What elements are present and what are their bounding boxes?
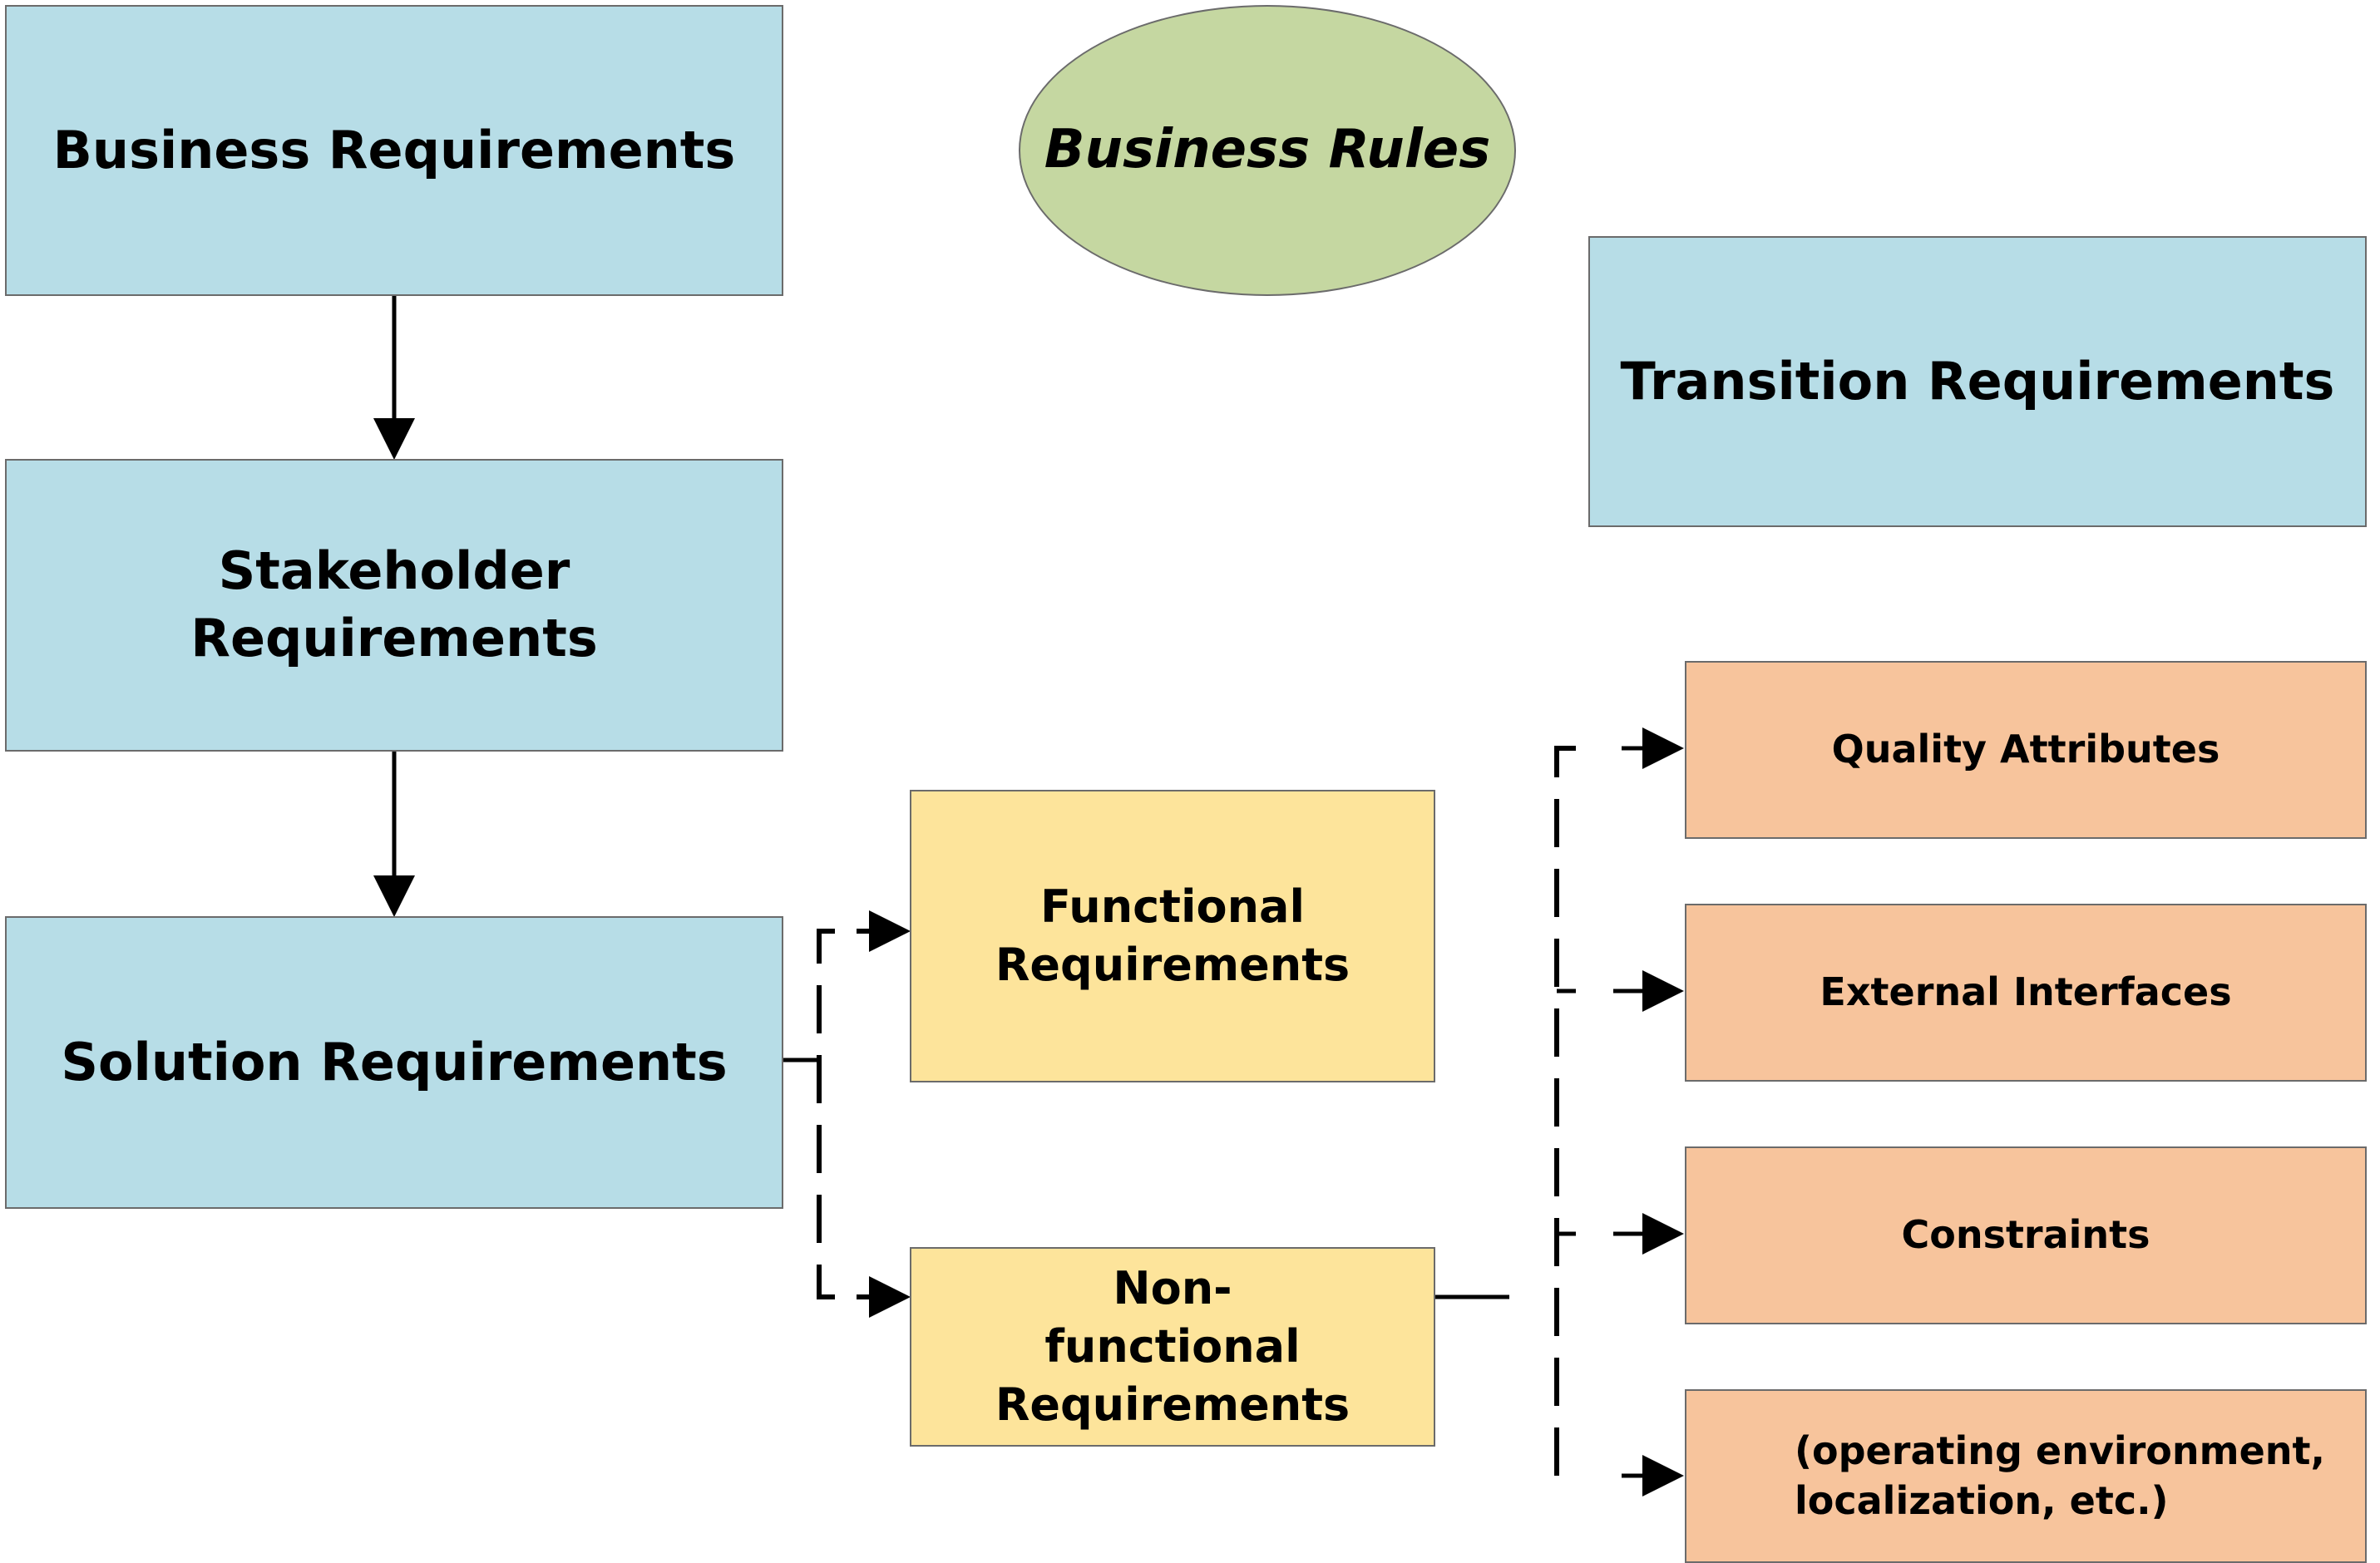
solution-requirements-label: Solution Requirements xyxy=(61,1031,728,1092)
nonfunctional-requirements-box: Non-functional Requirements xyxy=(910,1247,1435,1447)
stakeholder-requirements-box: Stakeholder Requirements xyxy=(5,459,783,752)
business-rules-ellipse: Business Rules xyxy=(1019,5,1516,296)
constraints-label: Constraints xyxy=(1901,1212,2150,1258)
constraints-box: Constraints xyxy=(1685,1146,2367,1324)
external-interfaces-box: External Interfaces xyxy=(1685,904,2367,1082)
quality-attributes-box: Quality Attributes xyxy=(1685,661,2367,839)
transition-requirements-label: Transition Requirements xyxy=(1620,350,2335,412)
business-requirements-box: Business Requirements xyxy=(5,5,783,296)
solution-requirements-box: Solution Requirements xyxy=(5,916,783,1209)
functional-requirements-label: Functional Requirements xyxy=(995,880,1350,991)
functional-requirements-box: Functional Requirements xyxy=(910,790,1435,1082)
business-requirements-label: Business Requirements xyxy=(52,119,736,180)
business-rules-label: Business Rules xyxy=(1044,119,1491,181)
bracket-solution-types xyxy=(817,929,905,1299)
operating-environment-box: (operating environment, localization, et… xyxy=(1685,1389,2367,1563)
operating-environment-label: (operating environment, localization, et… xyxy=(1795,1427,2326,1523)
stakeholder-requirements-label: Stakeholder Requirements xyxy=(190,540,598,668)
quality-attributes-label: Quality Attributes xyxy=(1831,727,2220,772)
external-interfaces-label: External Interfaces xyxy=(1820,969,2232,1015)
transition-requirements-box: Transition Requirements xyxy=(1588,236,2367,527)
nonfunctional-requirements-label: Non-functional Requirements xyxy=(995,1261,1350,1432)
bracket-nonfunctional-categories xyxy=(1554,746,1576,1478)
